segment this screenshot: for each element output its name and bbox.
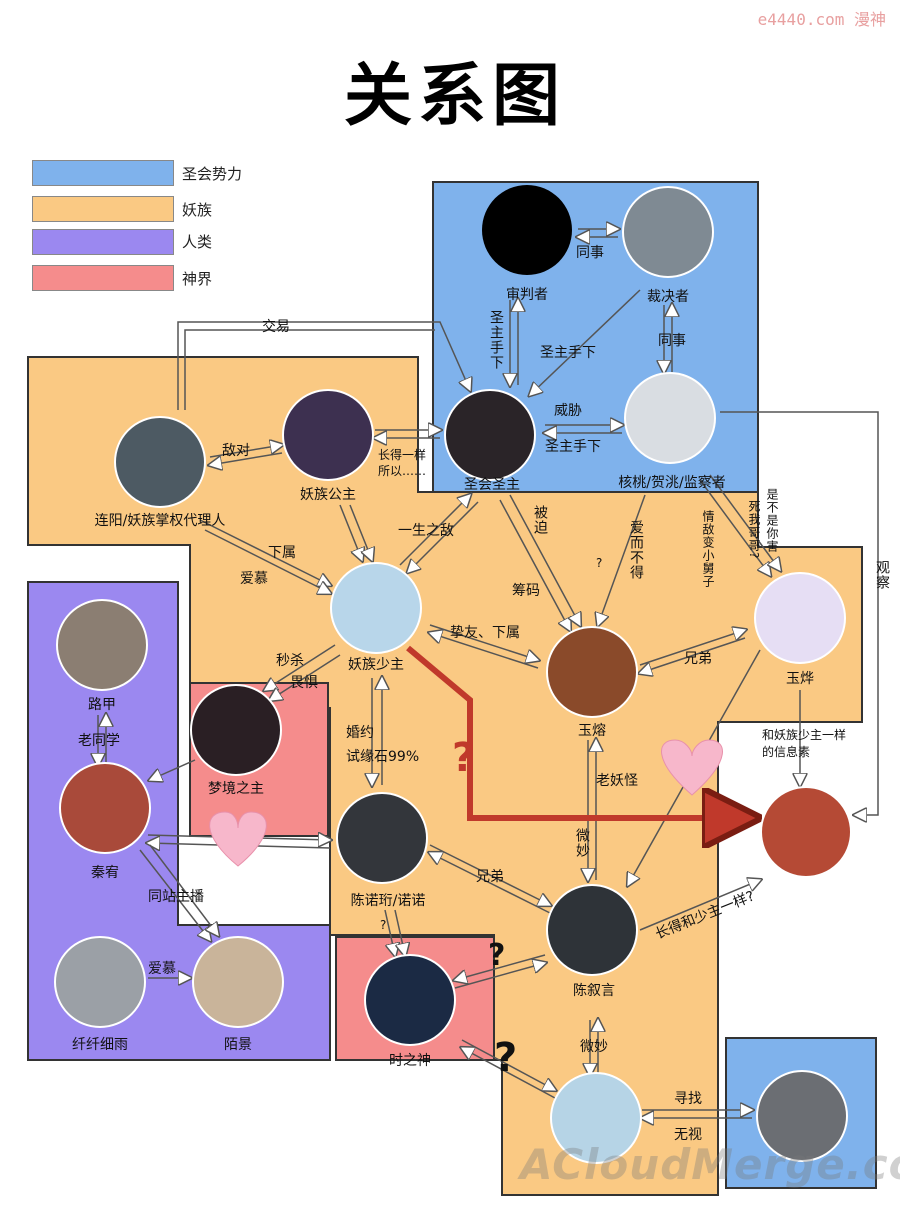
rel-hunyue: 婚约 — [346, 725, 374, 741]
legend-label-yaozu: 妖族 — [182, 201, 213, 219]
rel-laoyaoguai: 老妖怪 — [596, 773, 638, 789]
portrait-chennuohang — [336, 792, 428, 884]
rel-jiaoyi: 交易 — [262, 319, 290, 335]
rel-question-chen: ? — [488, 938, 506, 973]
rel-aimu: 爱慕 — [240, 571, 268, 587]
portrait-bottom-right — [756, 1070, 848, 1162]
rel-xiongdi: 兄弟 — [684, 651, 712, 667]
rel-weixie: 威胁 — [554, 403, 582, 419]
heart-2 — [661, 739, 723, 796]
rel-xiashu: 下属 — [268, 545, 296, 561]
portrait-caijuezhe — [622, 186, 714, 278]
portrait-shenghuishengzhu — [444, 389, 536, 481]
rel-weiju: 畏惧 — [290, 675, 318, 691]
node-label-lianyang: 连阳/妖族掌权代理人 — [94, 513, 226, 529]
node-label-qianqianxiyu: 纤纤细雨 — [72, 1037, 128, 1053]
node-label-chenxuyan: 陈叙言 — [573, 983, 615, 999]
rel-question-nuo: ? — [380, 918, 387, 932]
rel-shibushi: 是不是你害 — [765, 488, 779, 553]
rel-tongshi: 同事 — [576, 245, 604, 261]
node-label-yaozugongzhu: 妖族公主 — [300, 487, 356, 503]
rel-weimiao: 微妙 — [574, 828, 590, 858]
rel-changdeyiyang: 长得一样 — [378, 448, 427, 462]
rel-laotongxue: 老同学 — [78, 733, 120, 749]
rel-zhiyou: 挚友、下属 — [450, 625, 520, 641]
rel-chouma: 筹码 — [512, 583, 540, 599]
portrait-yuye — [754, 572, 846, 664]
rel-question-big: ? — [452, 735, 476, 781]
rel-xiongdi-2: 兄弟 — [476, 869, 504, 885]
node-label-yuye: 玉烨 — [786, 671, 814, 687]
node-label-shizhishen: 时之神 — [389, 1053, 431, 1069]
portrait-shenpanzhe — [482, 185, 572, 275]
heart-1 — [209, 811, 267, 867]
rel-qingdi: 情敌变小舅子 — [701, 510, 715, 588]
portrait-shizhishen — [364, 954, 456, 1046]
page-title: 关系图 — [343, 57, 566, 136]
node-label-yaozushaozhu: 妖族少主 — [348, 657, 404, 673]
rel-aierbude: 爱而不得 — [628, 520, 644, 580]
node-label-lujia: 路甲 — [88, 697, 116, 713]
rel-beipo: 被迫 — [532, 505, 548, 535]
legend-label-shenghui: 圣会势力 — [182, 165, 243, 183]
portrait-lujia — [56, 599, 148, 691]
rel-xunzhao: 寻找 — [674, 1091, 702, 1107]
rel-aimu-2: 爱慕 — [148, 961, 176, 977]
portrait-yaozushaozhu — [330, 562, 422, 654]
node-label-chennuohang: 陈诺珩/诺诺 — [350, 893, 426, 909]
portrait-bottom-center — [550, 1072, 642, 1164]
rel-tongzhanzhubo: 同站主播 — [148, 889, 204, 905]
region-yaozu — [27, 356, 863, 1196]
portrait-chenxuyan — [546, 884, 638, 976]
rel-xinxisu-2: 的信息素 — [762, 745, 811, 759]
site-watermark: e4440.com 漫神 — [757, 10, 886, 29]
rel-yishengzhidi: 一生之敌 — [398, 523, 454, 539]
rel-guancha: 观察 — [874, 560, 890, 590]
bottom-watermark: ACloudMerge.com — [520, 1140, 900, 1189]
portrait-mojing — [192, 936, 284, 1028]
legend-swatch-shenjie — [32, 265, 174, 291]
rel-shengzhushouxia-h: 圣主手下 — [545, 439, 601, 455]
rel-miaosha: 秒杀 — [276, 653, 304, 669]
rel-sizheng: 死我哥哥? — [747, 500, 761, 560]
node-label-mengjingzhizhu: 梦境之主 — [208, 781, 264, 797]
rel-wushi: 无视 — [674, 1127, 702, 1143]
portrait-lianyang — [114, 416, 206, 508]
node-label-shenpanzhe: 审判者 — [506, 287, 548, 303]
rel-tongshi-2: 同事 — [658, 333, 686, 349]
rel-question-shi: ? — [494, 1035, 518, 1081]
rel-question-small: ? — [596, 556, 603, 570]
rel-didui: 敌对 — [222, 443, 250, 459]
node-label-shenghuishengzhu: 圣会圣主 — [464, 477, 520, 493]
rel-shengzhushouxia-d: 圣主手下 — [540, 345, 596, 361]
portrait-right-unknown — [760, 786, 852, 878]
legend-swatch-shenghui — [32, 160, 174, 186]
portrait-yaozugongzhu — [282, 389, 374, 481]
legend-swatch-yaozu — [32, 196, 174, 222]
node-label-yurong: 玉熔 — [578, 723, 606, 739]
portrait-yurong — [546, 626, 638, 718]
rel-suoyi: 所以…… — [378, 464, 427, 478]
legend-label-renlei: 人类 — [182, 233, 213, 251]
rel-xinxisu-1: 和妖族少主一样 — [762, 728, 847, 742]
node-label-hetao: 核桃/贺洮/监察者 — [618, 475, 726, 491]
portrait-qianqianxiyu — [54, 936, 146, 1028]
portrait-hetao — [624, 372, 716, 464]
red-arrow — [406, 645, 750, 818]
rel-shengzhushouxia-v: 圣主手下 — [488, 310, 504, 370]
node-label-qinxiao: 秦宥 — [91, 865, 119, 881]
node-label-mojing: 陌景 — [224, 1037, 252, 1053]
portrait-qinxiao — [59, 762, 151, 854]
rel-weimiao-2: 微妙 — [580, 1039, 608, 1055]
node-label-caijuezhe: 裁决者 — [647, 289, 689, 305]
legend-swatch-renlei — [32, 229, 174, 255]
legend-label-shenjie: 神界 — [182, 270, 213, 288]
portrait-mengjingzhizhu — [190, 684, 282, 776]
rel-shiyuanshi: 试缘石99% — [346, 749, 420, 765]
